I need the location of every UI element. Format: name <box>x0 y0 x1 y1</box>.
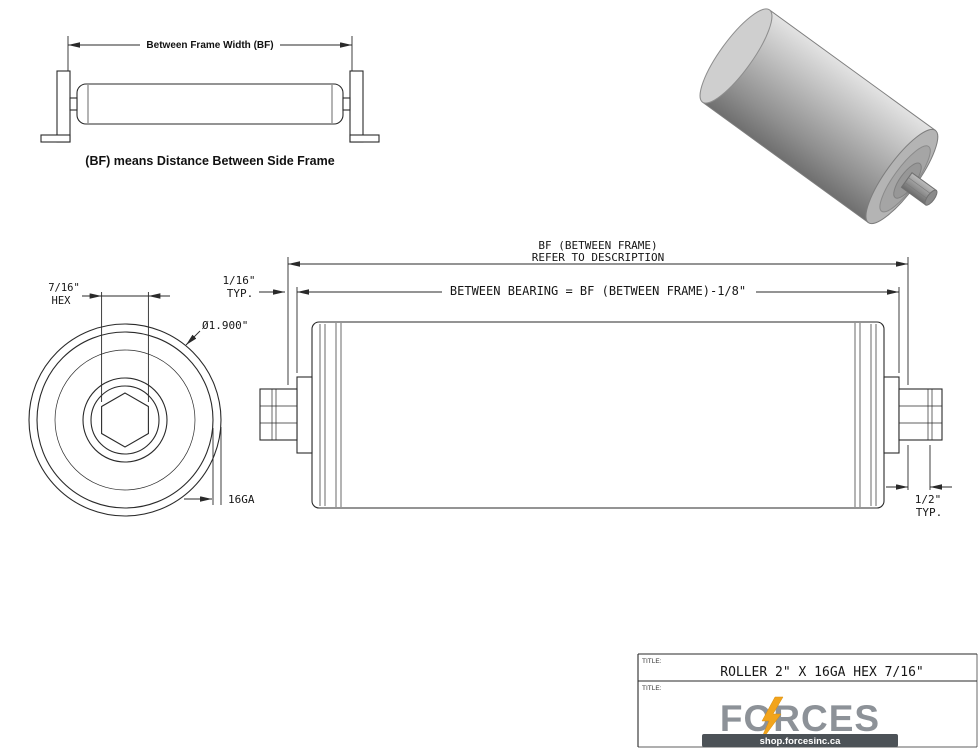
title-field-label-2: TITLE: <box>642 685 662 692</box>
bf-caption: (BF) means Distance Between Side Frame <box>85 154 334 168</box>
gap-typ-label: TYP. <box>227 287 254 300</box>
hex-facet-line <box>904 182 930 201</box>
frame-width-diagram: Between Frame Width (BF) (BF) means Dist… <box>40 36 380 168</box>
side-frame-left <box>40 70 71 143</box>
bf-label-line1: BF (BETWEEN FRAME) <box>538 239 657 252</box>
tube-body <box>311 321 885 509</box>
gap-size-label: 1/16" <box>222 274 255 287</box>
bb-label-backdrop <box>442 284 756 298</box>
frame-width-label: Between Frame Width (BF) <box>146 40 273 51</box>
side-frame-right <box>349 70 380 143</box>
roller-body-small <box>76 83 344 125</box>
title-block: TITLE: ROLLER 2" X 16GA HEX 7/16" TITLE:… <box>637 653 978 748</box>
title-field-label-1: TITLE: <box>642 658 662 665</box>
endcap-circle <box>54 349 196 491</box>
forces-logo: FORCES <box>720 696 880 745</box>
tube-outer-circle <box>28 323 222 517</box>
gauge-label: 16GA <box>228 493 255 506</box>
bf-label-line2: REFER TO DESCRIPTION <box>532 251 664 264</box>
hex-facet-line <box>908 177 933 196</box>
brand-letters-rest: RCES <box>773 698 880 739</box>
roller-shaft-right-small <box>342 97 351 111</box>
brand-letter-f: F <box>720 698 744 739</box>
diameter-leader <box>185 330 201 346</box>
diameter-label: Ø1.900" <box>202 319 248 332</box>
roller-shaft-left-small <box>69 97 78 111</box>
shaft-ext-typ-label: TYP. <box>916 506 943 519</box>
bearing-inner-circle <box>90 385 160 455</box>
hex-bore <box>101 392 149 448</box>
hex-word-label: HEX <box>52 295 72 307</box>
hex-size-label: 7/16" <box>48 282 80 294</box>
end-groove-lines <box>319 323 877 507</box>
brand-wordmark: FORCES <box>720 698 880 739</box>
roller-end-view: 7/16" HEX Ø1.900" 16GA <box>28 282 255 517</box>
roller-3d-render <box>699 8 939 225</box>
bearing-outer-circle <box>82 377 168 463</box>
between-bearing-label: BETWEEN BEARING = BF (BETWEEN FRAME)-1/8… <box>450 284 746 298</box>
lightning-bolt-icon <box>758 696 784 745</box>
tube-inner-circle <box>36 331 214 509</box>
roller-side-view: BF (BETWEEN FRAME) REFER TO DESCRIPTION … <box>222 239 952 519</box>
label-backdrop <box>140 37 280 52</box>
website-bar <box>702 734 898 747</box>
website-label: shop.forcesinc.ca <box>760 736 841 747</box>
shaft-tip <box>924 189 938 206</box>
shaft-ext-size-label: 1/2" <box>915 493 942 506</box>
hex-shaft-right <box>898 388 943 441</box>
hex-shaft-left <box>259 388 298 441</box>
bearing-hub-left <box>296 376 313 454</box>
bearing-hub-right <box>883 376 900 454</box>
drawing-title: ROLLER 2" X 16GA HEX 7/16" <box>720 665 924 680</box>
